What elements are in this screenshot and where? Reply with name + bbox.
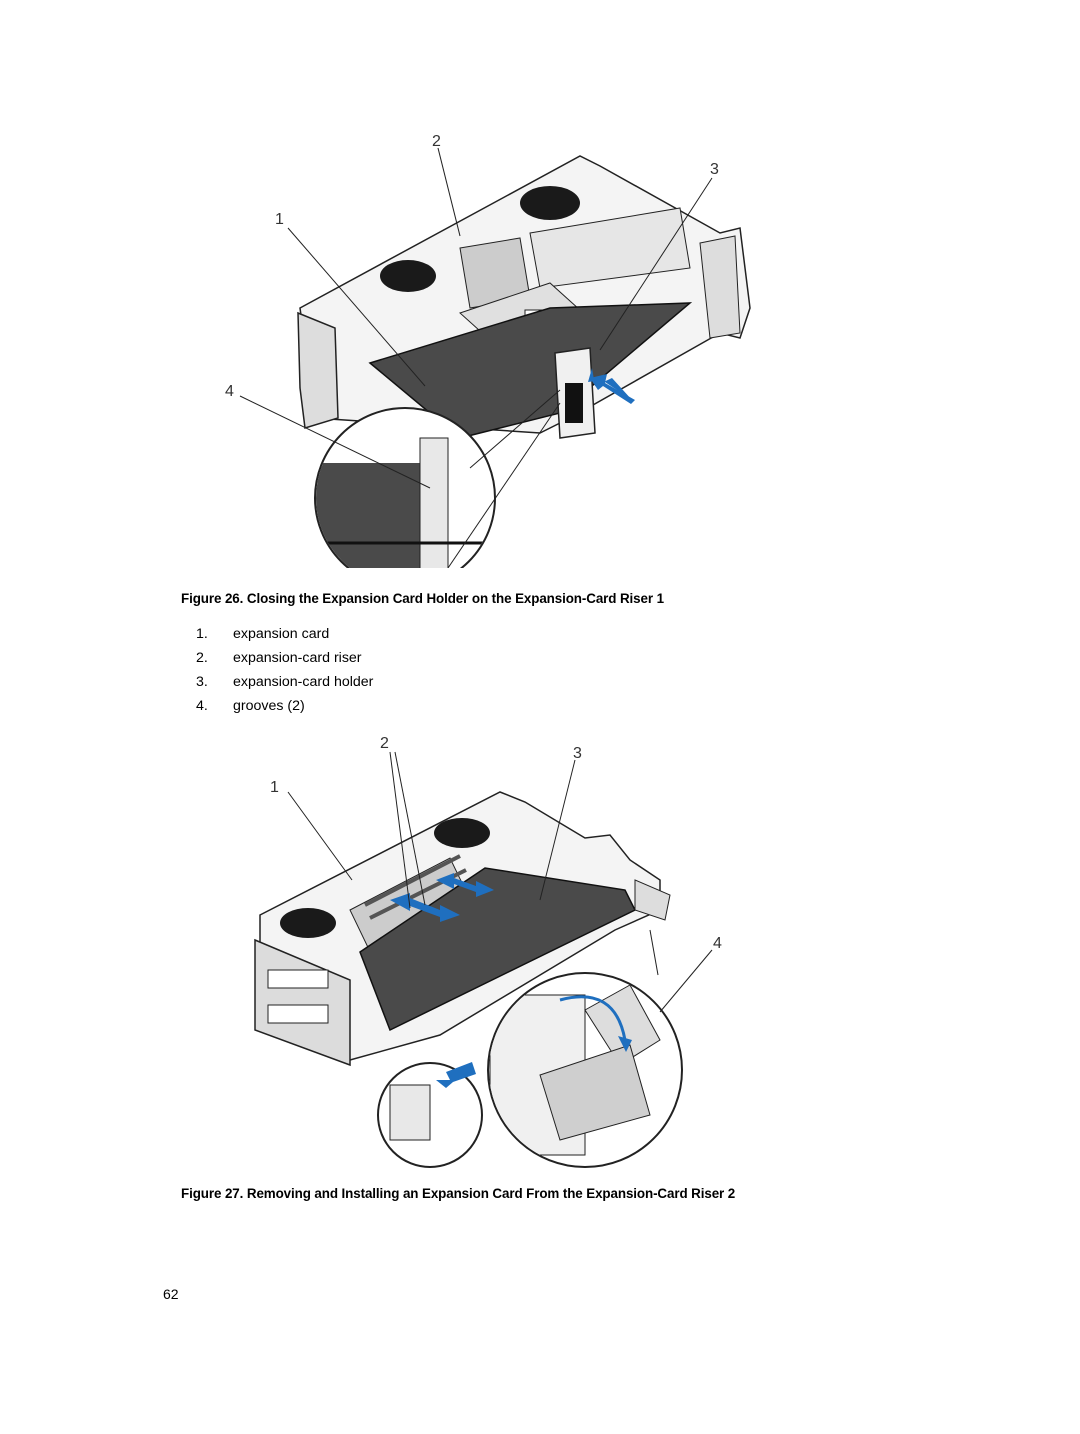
fan-hole (380, 260, 436, 292)
push-arrow-icon (588, 368, 632, 400)
callout-1: 1 (270, 779, 279, 796)
left-bracket (297, 311, 339, 429)
callout-4: 4 (225, 383, 234, 400)
slide-arrow-icon (390, 873, 494, 922)
fan-hole (280, 908, 336, 938)
fan-hole (434, 818, 490, 848)
legend-item: 2.expansion-card riser (196, 650, 362, 666)
right-bracket (699, 235, 741, 339)
figure-26-illustration: 1 2 3 4 (225, 133, 751, 568)
connector-slot (529, 207, 691, 289)
figure-26-caption: Figure 26. Closing the Expansion Card Ho… (181, 591, 664, 606)
bracket-slot (267, 1004, 329, 1024)
push-arrow-icon (436, 1062, 476, 1088)
callout-4: 4 (713, 935, 722, 952)
figure-27-illustration: 1 2 3 4 (254, 735, 722, 1168)
figure-27-caption: Figure 27. Removing and Installing an Ex… (181, 1186, 736, 1201)
callout-1: 1 (275, 211, 284, 228)
card-latch (634, 879, 671, 921)
callout-2: 2 (432, 133, 441, 150)
legend-item: 1.expansion card (196, 626, 330, 642)
page-number: 62 (163, 1286, 179, 1302)
legend-item: 4.grooves (2) (196, 698, 305, 714)
bracket-slot (267, 969, 329, 989)
callout-3: 3 (710, 161, 719, 178)
callout-legend: 1.expansion card 2.expansion-card riser … (196, 626, 373, 722)
latch-detail (389, 1084, 431, 1141)
legend-item: 3.expansion-card holder (196, 674, 374, 690)
callout-2: 2 (380, 735, 389, 752)
holder-slot (565, 383, 583, 423)
fan-hole (520, 186, 580, 220)
callout-3: 3 (573, 745, 582, 762)
